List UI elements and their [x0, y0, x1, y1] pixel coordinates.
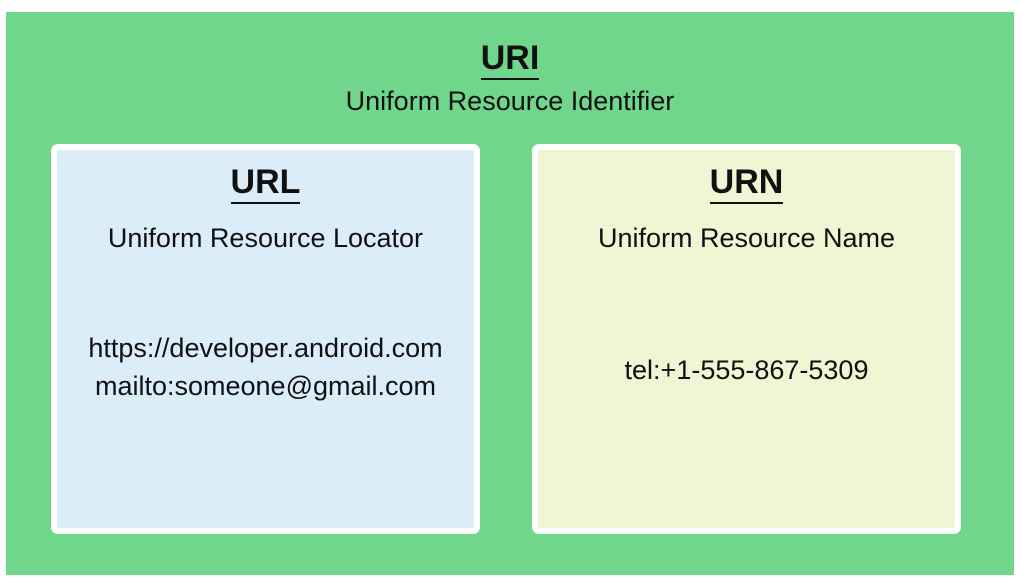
urn-box: URN Uniform Resource Name tel:+1-555-867… [532, 144, 961, 534]
url-example: https://developer.android.com [88, 333, 443, 363]
urn-subtitle: Uniform Resource Name [597, 223, 896, 253]
url-title: URL [57, 162, 474, 204]
url-examples: https://developer.android.com mailto:som… [57, 329, 474, 405]
urn-example: tel:+1-555-867-5309 [624, 355, 869, 385]
uri-subtitle: Uniform Resource Identifier [345, 86, 675, 116]
urn-title: URN [538, 162, 955, 204]
uri-title: URI [6, 38, 1014, 80]
url-box: URL Uniform Resource Locator https://dev… [51, 144, 480, 534]
url-subtitle: Uniform Resource Locator [107, 223, 424, 253]
urn-examples: tel:+1-555-867-5309 [538, 351, 955, 389]
url-example: mailto:someone@gmail.com [94, 371, 437, 401]
